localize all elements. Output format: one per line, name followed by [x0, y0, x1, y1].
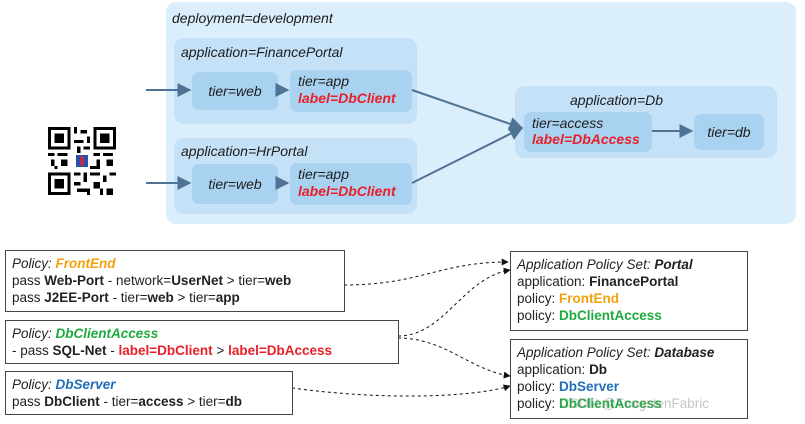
tier-web-hr: tier=web	[192, 164, 278, 204]
tier-db: tier=db	[694, 114, 764, 150]
tier-web-hr-label: tier=web	[208, 176, 262, 192]
frontend-l1-d: UserNet	[171, 273, 223, 288]
policy-dbserver-name: DbServer	[55, 377, 116, 392]
frontend-l2-c: - tier=	[108, 290, 148, 305]
app-db-label: application=Db	[570, 92, 664, 108]
tier-db-label: tier=db	[707, 124, 751, 140]
policy-dbclient-name: DbClientAccess	[55, 326, 159, 341]
set-db-prefix: Application Policy Set:	[517, 345, 655, 360]
frontend-l1-b: Web-Port	[44, 273, 105, 288]
deployment-label: deployment=development	[172, 10, 333, 26]
policy-dbserver-prefix: Policy:	[12, 377, 56, 392]
policy-frontend-name: FrontEnd	[55, 256, 116, 271]
arrow-hr-to-access	[411, 127, 524, 184]
tier-access: tier=access label=DbAccess	[524, 112, 652, 152]
frontend-l1-a: pass	[12, 273, 45, 288]
policy-dbclient-prefix: Policy:	[12, 326, 56, 341]
set-db-app-prefix: application:	[517, 362, 590, 377]
dbclient-label-finance: label=DbClient	[298, 90, 396, 106]
frontend-l2-d: web	[147, 290, 174, 305]
policy-dbclientaccess-box: Policy: DbClientAccess - pass SQL-Net - …	[5, 320, 399, 364]
dbclient-l1-e: >	[212, 343, 229, 358]
dashed-dbclient-to-portal	[397, 267, 511, 337]
arrow-finance-to-access	[411, 89, 524, 131]
dbclient-l1-b: SQL-Net	[52, 343, 107, 358]
set-portal-app: FinancePortal	[589, 274, 679, 289]
dbserver-l1-c: - tier=	[99, 394, 139, 409]
app-financeportal-label: application=FinancePortal	[181, 44, 343, 60]
tier-app-hr-label: tier=app	[298, 166, 349, 182]
dbserver-l1-b: DbClient	[44, 394, 100, 409]
set-portal-prefix: Application Policy Set:	[517, 257, 655, 272]
set-db-p1: DbServer	[559, 379, 620, 394]
set-portal-app-prefix: application:	[517, 274, 590, 289]
tier-app-hr: tier=app label=DbClient	[290, 163, 412, 205]
dashed-dbclient-to-database	[397, 337, 511, 379]
set-portal-p1: FrontEnd	[559, 291, 620, 306]
dbclient-label-hr: label=DbClient	[298, 183, 396, 199]
frontend-l2-e: > tier=	[173, 290, 216, 305]
set-db-app: Db	[589, 362, 608, 377]
watermark: CSDN @TungstenFabric	[560, 396, 710, 411]
dbclient-l1-c: -	[106, 343, 119, 358]
dbaccess-label: label=DbAccess	[532, 131, 640, 147]
set-db-p2-prefix: policy:	[517, 396, 560, 411]
app-hrportal-label: application=HrPortal	[181, 143, 308, 159]
dashed-dbserver-to-database	[291, 384, 511, 397]
qr-code-icon	[48, 127, 116, 195]
set-portal-p2: DbClientAccess	[559, 308, 662, 323]
dbserver-l1-e: > tier=	[183, 394, 226, 409]
policy-frontend-prefix: Policy:	[12, 256, 56, 271]
policy-dbserver-box: Policy: DbServer pass DbClient - tier=ac…	[5, 371, 293, 415]
set-portal-p1-prefix: policy:	[517, 291, 560, 306]
dbclient-l1-d: label=DbClient	[118, 343, 213, 358]
policy-frontend-box: Policy: FrontEnd pass Web-Port - network…	[5, 250, 345, 312]
tier-web-finance: tier=web	[192, 72, 278, 110]
tier-web-finance-label: tier=web	[208, 83, 262, 99]
set-portal-name: Portal	[654, 257, 693, 272]
frontend-l1-f: web	[265, 273, 292, 288]
tier-app-finance-label: tier=app	[298, 73, 349, 89]
set-db-p1-prefix: policy:	[517, 379, 560, 394]
set-db-name: Database	[654, 345, 715, 360]
frontend-l2-b: J2EE-Port	[44, 290, 109, 305]
frontend-l2-a: pass	[12, 290, 45, 305]
dashed-frontend-to-portal	[343, 258, 509, 286]
tier-app-finance: tier=app label=DbClient	[290, 70, 412, 112]
set-portal-p2-prefix: policy:	[517, 308, 560, 323]
policyset-database-box: Application Policy Set: Database applica…	[510, 339, 748, 419]
set-db-p2: DbClientAccess	[559, 396, 662, 411]
dbclient-l1-a: - pass	[12, 343, 53, 358]
frontend-l1-e: > tier=	[222, 273, 265, 288]
tier-access-label: tier=access	[532, 115, 604, 131]
dbserver-l1-a: pass	[12, 394, 45, 409]
policyset-portal-box: Application Policy Set: Portal applicati…	[510, 251, 748, 331]
dbserver-l1-f: db	[225, 394, 243, 409]
frontend-l1-c: - network=	[104, 273, 172, 288]
frontend-l2-f: app	[215, 290, 240, 305]
dbserver-l1-d: access	[138, 394, 184, 409]
dbclient-l1-f: label=DbAccess	[228, 343, 332, 358]
